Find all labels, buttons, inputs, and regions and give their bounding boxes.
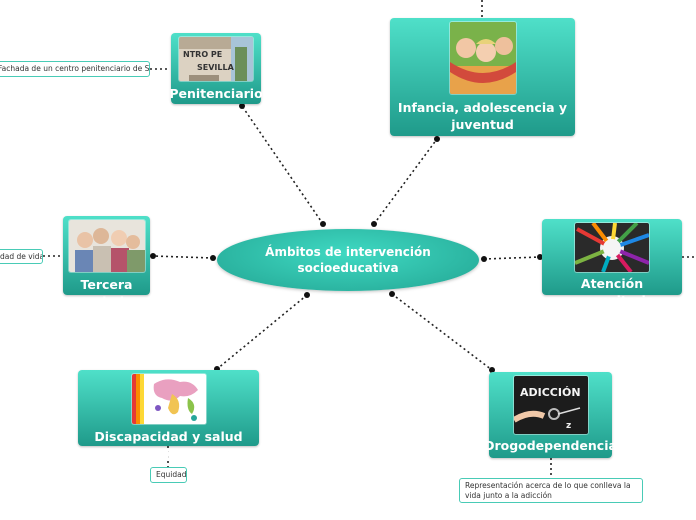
link-infancia [373,138,438,225]
svg-text:ADICCIÓN: ADICCIÓN [520,386,581,399]
link-penitenciario [241,105,324,225]
elderly-group-image [68,220,145,272]
colorful-figures-image [131,374,206,424]
node-tercera-edad-label: Tercera edad [80,277,133,309]
node-penitenciario-label: Penitenciario [169,86,263,101]
link-discapacidad [216,294,308,370]
note-drogodependencia[interactable]: Representación acerca de lo que conlleva… [459,478,643,503]
colored-pencils-image [575,223,649,272]
node-penitenciario[interactable]: NTRO PE SEVILLA Penitenciario [169,33,263,104]
node-infancia-label: Infancia, adolescencia y juventud [397,100,568,132]
node-atencion-comunitaria-label: Atención comunitaria [569,276,655,308]
node-tercera-edad[interactable]: Tercera edad [63,216,150,309]
link-atencion [483,256,541,260]
note-discapacidad-text: Equidad [156,470,187,479]
note-discapacidad[interactable]: Equidad [150,467,187,483]
svg-text:z: z [566,421,571,431]
node-infancia[interactable]: Infancia, adolescencia y juventud [390,18,575,136]
central-topic[interactable]: Ámbitos de intervención socioeducativa [217,229,479,291]
note-penitenciario-text: Fachada de un centro penitenciario de Se… [0,64,150,73]
adiccion-chalkboard-image: ADICCIÓN z [513,376,588,434]
node-discapacidad[interactable]: Discapacidad y salud mental [78,370,259,461]
prison-facade-image: NTRO PE SEVILLA [179,37,253,81]
note-tercera-edad[interactable]: Calidad de vida. [0,249,43,264]
svg-text:NTRO PE: NTRO PE [183,50,222,59]
node-drogodependencia-label: Drogodependencia [484,438,617,453]
svg-text:SEVILLA: SEVILLA [197,63,235,72]
node-discapacidad-label: Discapacidad y salud mental [94,429,243,461]
node-drogodependencia[interactable]: ADICCIÓN z Drogodependencia [484,372,617,458]
node-atencion-comunitaria[interactable]: Atención comunitaria [542,219,682,308]
note-penitenciario[interactable]: Fachada de un centro penitenciario de Se… [0,61,150,77]
central-topic-label: Ámbitos de intervención socioeducativa [265,245,431,275]
note-tercera-edad-text: Calidad de vida. [0,252,42,261]
link-drogodependencia [391,293,493,371]
link-tercera-edad [152,255,214,259]
note-drogodependencia-text: Representación acerca de lo que conlleva… [465,481,631,500]
children-hammock-image [449,22,516,94]
